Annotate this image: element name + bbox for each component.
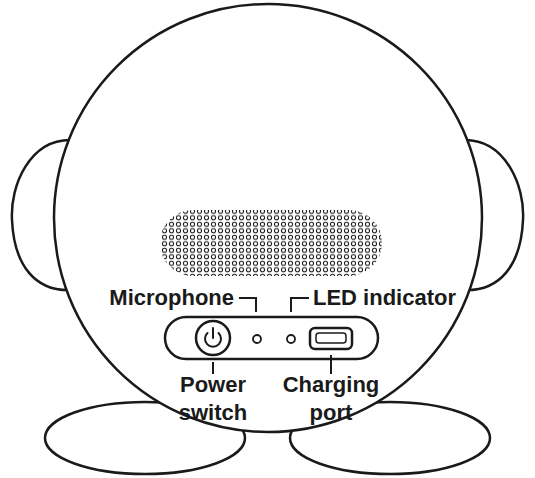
part-label: LED indicator — [313, 284, 456, 312]
part-label: Charging port — [276, 371, 386, 427]
part-label: Power switch — [168, 371, 258, 427]
charging-port-inner — [316, 333, 346, 343]
speaker-grille — [160, 210, 382, 276]
microphone-hole — [253, 335, 261, 343]
power-icon — [205, 328, 221, 347]
part-label: Microphone — [109, 284, 234, 312]
power-button — [196, 321, 230, 355]
body-outline — [54, 4, 482, 432]
control-panel — [165, 317, 378, 359]
charging-port — [310, 328, 352, 349]
led-hole — [287, 335, 295, 343]
